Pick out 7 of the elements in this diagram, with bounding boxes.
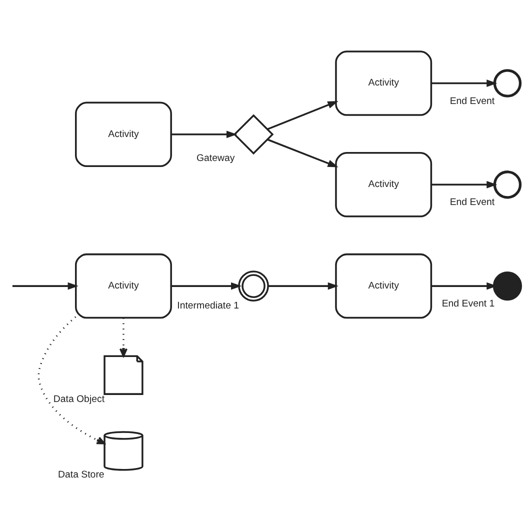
node-label: Gateway: [196, 153, 235, 164]
node-label: End Event: [450, 96, 495, 107]
node-label: Intermediate 1: [177, 300, 240, 312]
node-label: End Event: [450, 197, 495, 208]
node-label: End Event 1: [442, 298, 495, 310]
node-label: Data Store: [58, 470, 104, 481]
node-label: Data Object: [53, 394, 105, 405]
